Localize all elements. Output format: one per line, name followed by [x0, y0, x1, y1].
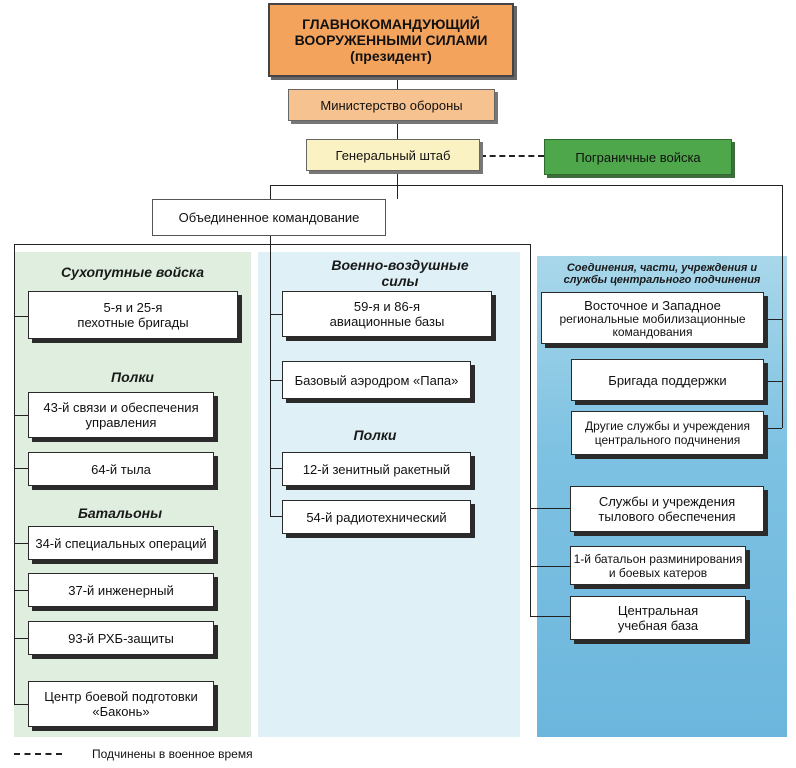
wartime-subordination-line	[480, 155, 544, 157]
commander-in-chief: ГЛАВНОКОМАНДУЮЩИЙ ВООРУЖЕННЫМИ СИЛАМИ (п…	[268, 3, 514, 77]
connector	[530, 244, 531, 616]
connector	[14, 468, 28, 469]
logistics-regiment: 64-й тыла	[28, 452, 214, 486]
connector	[14, 415, 28, 416]
air-bases: 59-я и 86-я авиационные базы	[282, 291, 492, 337]
signals-regiment: 43-й связи и обеспечения управления	[28, 392, 214, 438]
land-forces-title: Сухопутные войска	[61, 264, 204, 280]
commander-title-line3: (президент)	[350, 48, 432, 64]
support-brigade: Бригада поддержки	[571, 359, 764, 401]
connector	[397, 77, 398, 89]
radar-regiment: 54-й радиотехнический	[282, 500, 471, 534]
papa-airfield: Базовый аэродром «Папа»	[282, 361, 471, 399]
connector	[14, 543, 28, 544]
infantry-brigades: 5-я и 25-я пехотные бригады	[28, 291, 238, 339]
connector	[270, 380, 282, 381]
connector	[14, 704, 28, 705]
sam-regiment: 12-й зенитный ракетный	[282, 452, 471, 486]
central-training-base: Центральная учебная база	[570, 596, 746, 640]
connector	[530, 508, 570, 509]
other-central-services: Другие службы и учреждения центрального …	[571, 411, 764, 455]
logistics-services: Службы и учреждения тылового обеспечения	[570, 486, 764, 532]
connector	[764, 319, 782, 320]
connector	[14, 244, 15, 704]
land-regiments-heading: Полки	[111, 369, 154, 385]
legend-dashed-line	[14, 753, 62, 755]
ministry-of-defence: Министерство обороны	[288, 89, 495, 121]
air-force-title: Военно-воздушные силы	[331, 257, 469, 289]
connector	[530, 616, 570, 617]
connector	[782, 185, 783, 428]
joint-command: Объединенное командование	[152, 199, 386, 236]
connector	[270, 236, 271, 244]
commander-title-line2: ВООРУЖЕННЫМИ СИЛАМИ	[294, 32, 488, 48]
cbrn-battalion: 93-й РХБ-защиты	[28, 621, 214, 655]
connector	[270, 468, 282, 469]
training-center: Центр боевой подготовки «Баконь»	[28, 681, 214, 727]
central-title: Соединения, части, учреждения и службы ц…	[563, 262, 761, 286]
connector	[14, 244, 530, 245]
connector	[764, 381, 782, 382]
connector	[270, 185, 271, 199]
legend-label: Подчинены в военное время	[92, 747, 253, 761]
connector	[270, 314, 282, 315]
connector	[270, 516, 282, 517]
engineer-battalion: 37-й инженерный	[28, 573, 214, 607]
general-staff: Генеральный штаб	[306, 139, 480, 171]
border-troops: Пограничные войска	[544, 139, 732, 175]
connector	[270, 185, 782, 186]
battalions-heading: Батальоны	[77, 505, 163, 521]
connector	[530, 566, 570, 567]
connector	[14, 590, 28, 591]
connector	[764, 428, 782, 429]
commander-title-line1: ГЛАВНОКОМАНДУЮЩИЙ	[302, 16, 480, 32]
air-regiments-heading: Полки	[353, 427, 397, 443]
connector	[14, 638, 28, 639]
special-ops-battalion: 34-й специальных операций	[28, 526, 214, 560]
demining-battalion: 1-й батальон разминирования и боевых кат…	[570, 546, 746, 585]
mobilization-commands: Восточное и Западное региональные мобили…	[541, 292, 764, 344]
connector	[14, 316, 28, 317]
legend: Подчинены в военное время	[14, 747, 253, 761]
connector	[397, 121, 398, 139]
